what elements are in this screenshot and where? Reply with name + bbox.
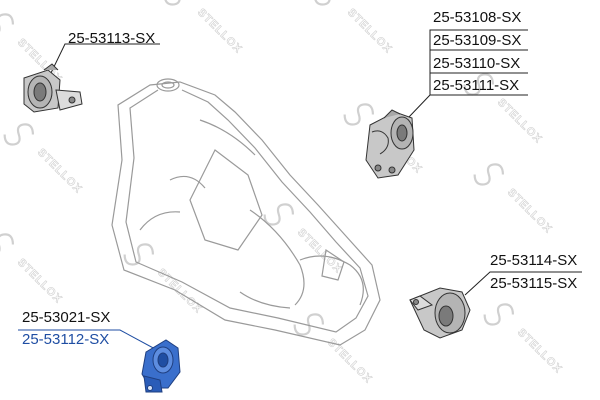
watermark-logo-icon xyxy=(293,313,325,336)
watermark-logo-icon xyxy=(343,103,375,126)
watermark-text: STELLOX xyxy=(495,96,544,145)
part-label-25-53021: 25-53021-SX xyxy=(22,309,111,326)
watermark-text: STELLOX xyxy=(295,226,344,275)
watermark-logo-icon xyxy=(313,0,345,6)
watermark-text: STELLOX xyxy=(15,256,64,305)
part-label-25-53114: 25-53114-SX xyxy=(490,252,578,269)
part-label-25-53112: 25-53112-SX xyxy=(22,331,110,348)
watermark-logo-icon xyxy=(3,123,35,146)
part-label-25-53110: 25-53110-SX xyxy=(433,55,521,72)
mount-part-25-53113 xyxy=(23,63,83,113)
watermark-logo-icon xyxy=(0,233,15,256)
part-label-25-53108: 25-53108-SX xyxy=(433,9,522,26)
watermark-logo-icon xyxy=(263,203,295,226)
watermark-logo-icon xyxy=(163,0,195,6)
watermark-text: STELLOX xyxy=(35,146,84,195)
part-label-25-53113: 25-53113-SX xyxy=(68,30,156,47)
watermark-logo-icon xyxy=(483,303,515,326)
watermark-logo-icon xyxy=(0,13,15,36)
engine-block-outline xyxy=(111,78,381,346)
watermark-text: STELLOX xyxy=(515,326,564,375)
mount-part-25-53112 xyxy=(141,339,181,393)
watermark-logo-icon xyxy=(123,243,155,266)
watermark-logo-icon xyxy=(473,163,505,186)
mount-part-25-53108 xyxy=(365,109,415,179)
watermark-text: STELLOX xyxy=(505,186,554,235)
watermark-logo-icon xyxy=(463,73,495,96)
part-label-25-53109: 25-53109-SX xyxy=(433,32,522,49)
leader-lines xyxy=(18,29,582,351)
part-label-25-53115: 25-53115-SX xyxy=(490,275,578,292)
mount-part-25-53114 xyxy=(409,287,471,339)
part-label-25-53111: 25-53111-SX xyxy=(433,77,520,94)
watermark-text: STELLOX xyxy=(195,6,244,55)
watermark-text: STELLOX xyxy=(345,6,394,55)
